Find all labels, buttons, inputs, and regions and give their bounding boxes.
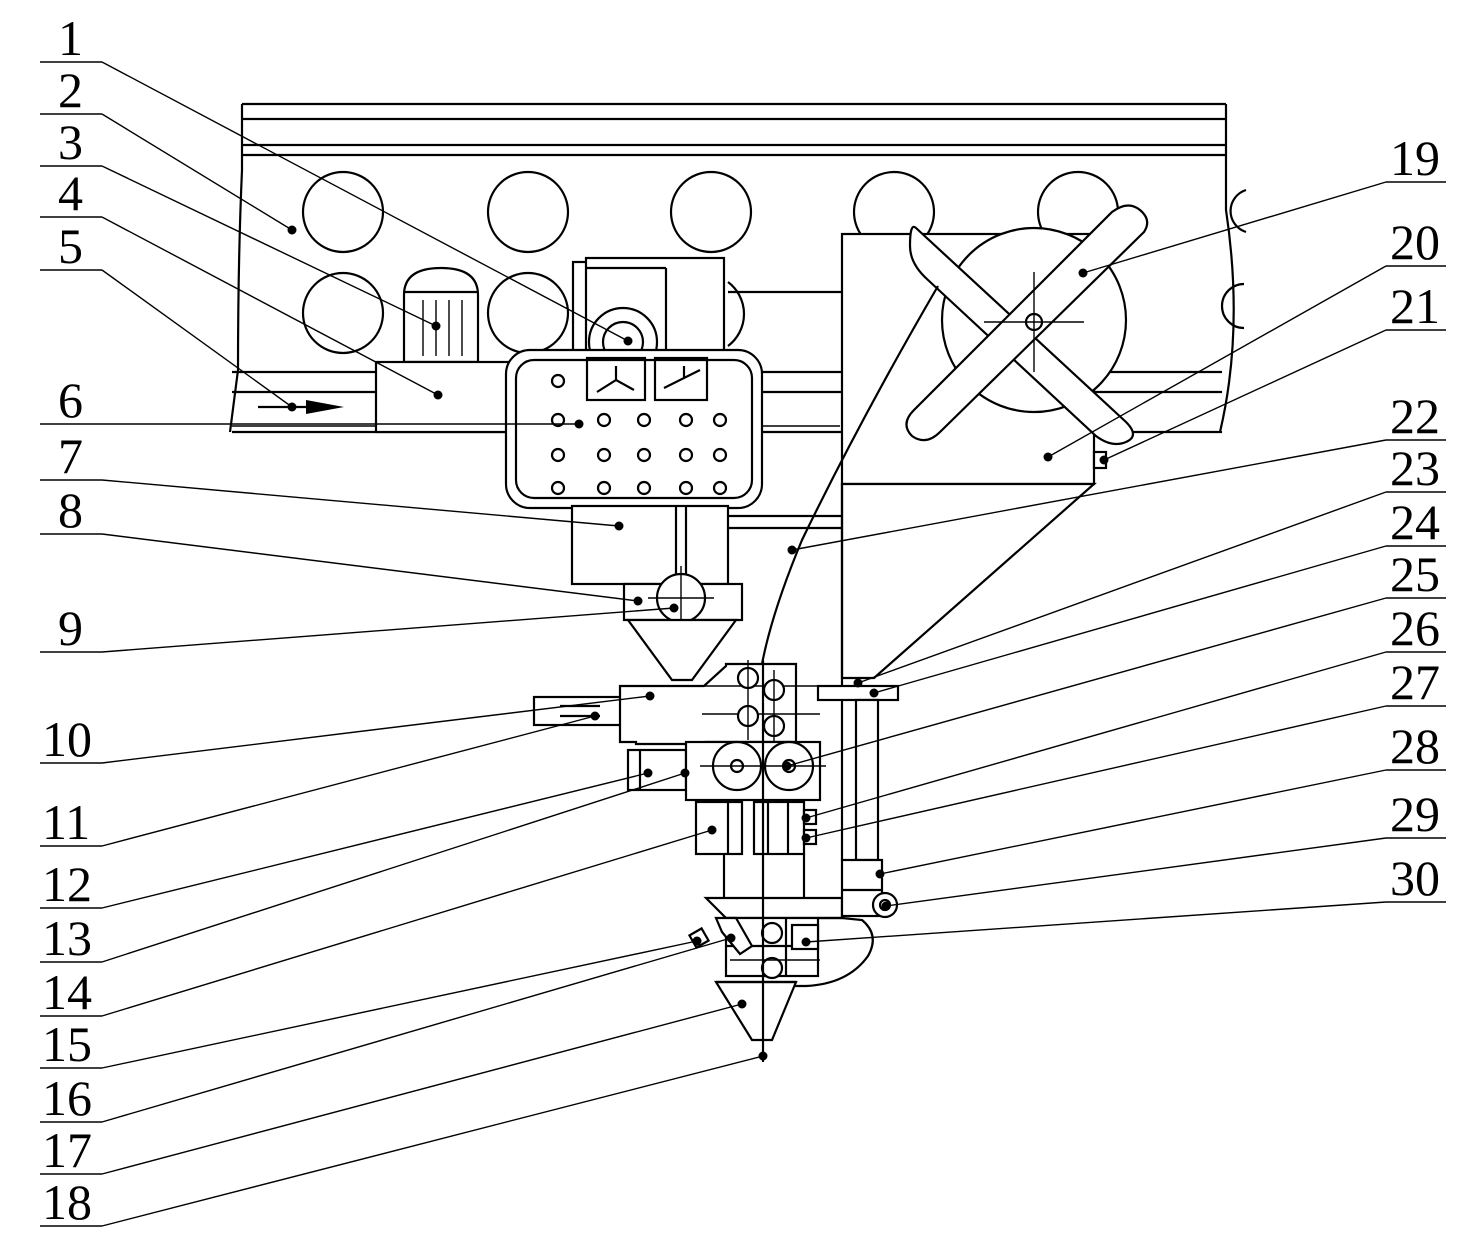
part-label-19: 19 <box>1390 130 1440 186</box>
right-part-labels: 19 20 21 22 23 24 25 26 27 28 29 30 <box>1390 130 1440 906</box>
vertical-slide <box>570 504 842 586</box>
part-label-22: 22 <box>1390 388 1440 444</box>
part-label-17: 17 <box>42 1122 92 1178</box>
part-label-16: 16 <box>42 1070 92 1126</box>
left-part-labels: 1 2 3 4 5 6 7 8 9 10 11 12 13 14 15 16 1… <box>42 10 92 1230</box>
part-label-26: 26 <box>1390 600 1440 656</box>
part-label-13: 13 <box>42 910 92 966</box>
part-label-10: 10 <box>42 711 92 767</box>
feed-rollers <box>626 740 826 802</box>
control-panel <box>504 348 764 510</box>
cross-slide-joint <box>622 566 744 682</box>
part-label-15: 15 <box>42 1016 92 1072</box>
part-label-27: 27 <box>1390 654 1440 710</box>
part-label-25: 25 <box>1390 546 1440 602</box>
part-label-11: 11 <box>42 794 90 850</box>
part-label-9: 9 <box>58 600 83 656</box>
part-label-2: 2 <box>58 62 83 118</box>
leader-dots <box>287 225 1109 1061</box>
part-label-12: 12 <box>42 856 92 912</box>
part-label-14: 14 <box>42 964 92 1020</box>
part-label-21: 21 <box>1390 278 1440 334</box>
part-label-5: 5 <box>58 218 83 274</box>
seam-tracking-arm <box>816 684 900 919</box>
part-label-8: 8 <box>58 482 83 538</box>
part-label-7: 7 <box>58 428 83 484</box>
panel-knobs <box>550 373 728 496</box>
part-label-4: 4 <box>58 165 83 221</box>
part-label-18: 18 <box>42 1174 92 1230</box>
part-label-3: 3 <box>58 114 83 170</box>
part-label-20: 20 <box>1390 214 1440 270</box>
part-label-6: 6 <box>58 372 83 428</box>
part-label-30: 30 <box>1390 850 1440 906</box>
part-label-28: 28 <box>1390 718 1440 774</box>
travel-motor <box>374 266 518 434</box>
part-label-24: 24 <box>1390 494 1440 550</box>
welding-cable <box>760 285 939 665</box>
travel-direction-arrow <box>258 400 344 414</box>
part-label-23: 23 <box>1390 440 1440 496</box>
leader-lines <box>40 61 1446 1227</box>
part-label-1: 1 <box>58 10 83 66</box>
part-label-29: 29 <box>1390 786 1440 842</box>
